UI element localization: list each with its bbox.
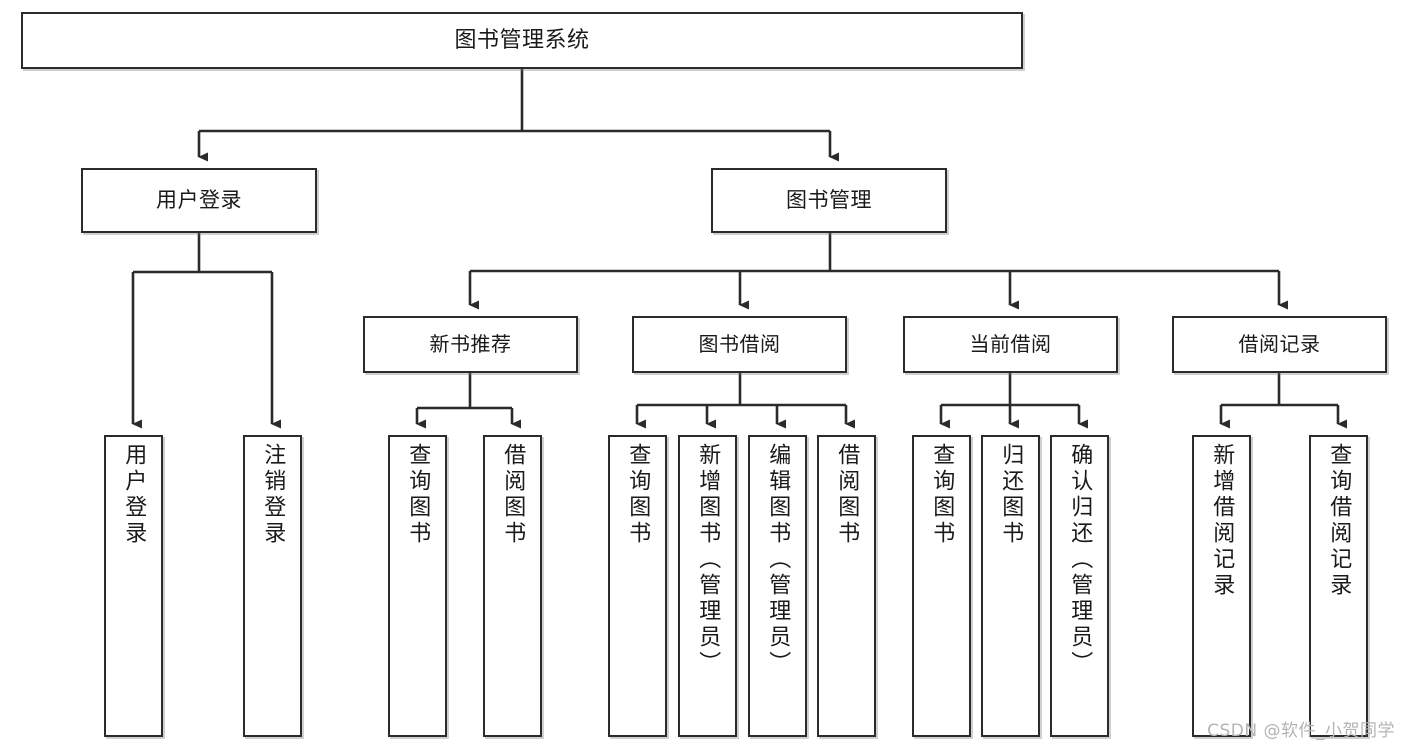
node-root-book-management-system[interactable]: 图书管理系统: [21, 12, 1023, 69]
node-leaf-borrow-book-new[interactable]: 借阅图书: [483, 435, 542, 737]
node-leaf-add-book-admin-label: 新增图书（管理员）: [695, 443, 721, 677]
node-leaf-query-book-borrow-label: 查询图书: [625, 443, 651, 547]
node-leaf-add-book-admin[interactable]: 新增图书（管理员）: [678, 435, 737, 737]
node-new-book-recommendation[interactable]: 新书推荐: [363, 316, 578, 373]
node-leaf-edit-book-admin-label: 编辑图书（管理员）: [765, 443, 791, 677]
node-leaf-borrow-book-new-label: 借阅图书: [500, 443, 526, 547]
node-new-book-recommendation-label: 新书推荐: [429, 332, 512, 356]
node-user-login[interactable]: 用户登录: [81, 168, 317, 233]
node-leaf-confirm-return-admin[interactable]: 确认归还（管理员）: [1050, 435, 1109, 737]
node-leaf-add-borrow-record-label: 新增借阅记录: [1209, 443, 1235, 599]
node-leaf-user-login[interactable]: 用户登录: [104, 435, 163, 737]
node-user-login-label: 用户登录: [156, 188, 242, 213]
node-leaf-return-book[interactable]: 归还图书: [981, 435, 1040, 737]
node-book-borrowing[interactable]: 图书借阅: [632, 316, 847, 373]
node-leaf-query-borrow-record-label: 查询借阅记录: [1326, 443, 1352, 599]
node-leaf-query-book-new[interactable]: 查询图书: [388, 435, 447, 737]
node-leaf-logout[interactable]: 注销登录: [243, 435, 302, 737]
node-leaf-query-book-borrow[interactable]: 查询图书: [608, 435, 667, 737]
node-current-borrowing-label: 当前借阅: [969, 332, 1052, 356]
node-borrowing-record-label: 借阅记录: [1238, 332, 1321, 356]
node-root-label: 图书管理系统: [454, 27, 590, 53]
node-leaf-return-book-label: 归还图书: [998, 443, 1024, 547]
node-leaf-borrow-book-label: 借阅图书: [834, 443, 860, 547]
node-leaf-query-borrow-record[interactable]: 查询借阅记录: [1309, 435, 1368, 737]
node-book-borrowing-label: 图书借阅: [698, 332, 781, 356]
node-leaf-edit-book-admin[interactable]: 编辑图书（管理员）: [748, 435, 807, 737]
node-leaf-query-book-new-label: 查询图书: [405, 443, 431, 547]
node-leaf-user-login-label: 用户登录: [121, 443, 147, 547]
node-borrowing-record[interactable]: 借阅记录: [1172, 316, 1387, 373]
node-leaf-query-book-current[interactable]: 查询图书: [912, 435, 971, 737]
node-leaf-borrow-book[interactable]: 借阅图书: [817, 435, 876, 737]
node-current-borrowing[interactable]: 当前借阅: [903, 316, 1118, 373]
node-leaf-add-borrow-record[interactable]: 新增借阅记录: [1192, 435, 1251, 737]
node-book-management[interactable]: 图书管理: [711, 168, 947, 233]
node-leaf-logout-label: 注销登录: [260, 443, 286, 547]
node-book-management-label: 图书管理: [786, 188, 872, 213]
node-leaf-query-book-current-label: 查询图书: [929, 443, 955, 547]
node-leaf-confirm-return-admin-label: 确认归还（管理员）: [1067, 443, 1093, 677]
